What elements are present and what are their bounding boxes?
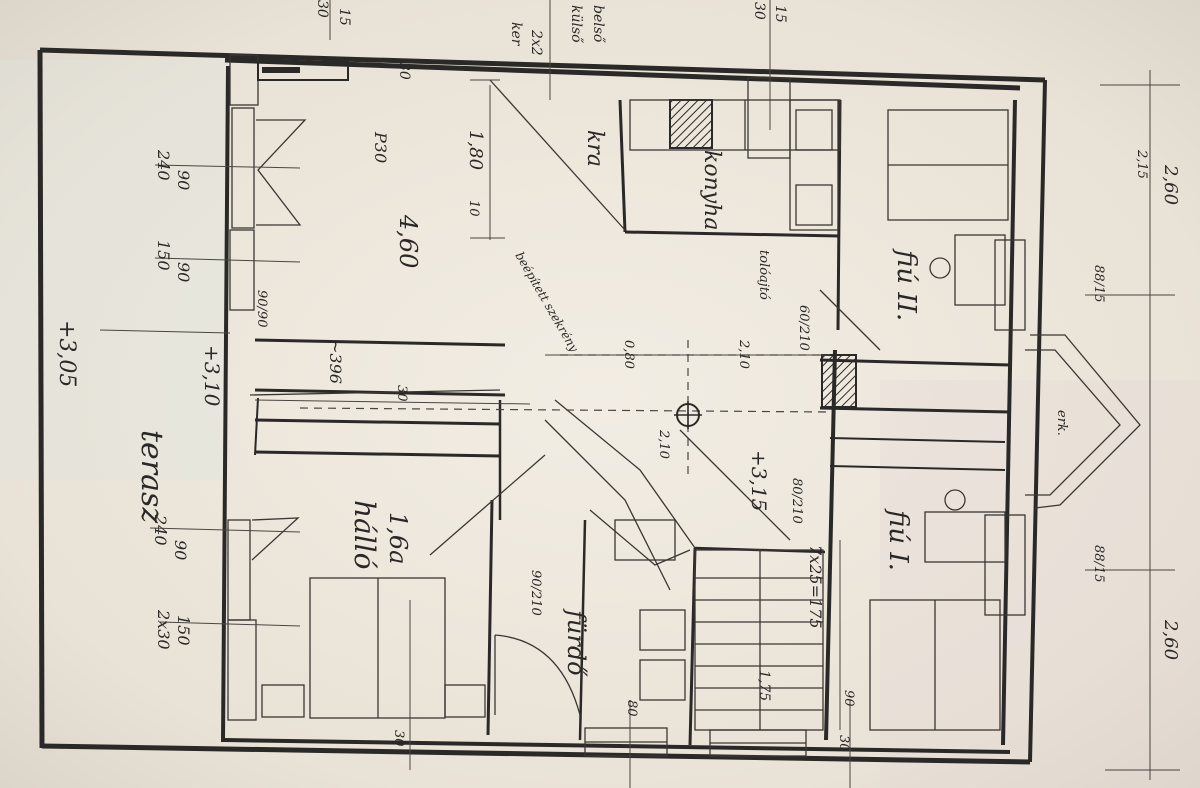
note-kulso: külső [568,5,584,44]
dim-240-top: 240 [154,149,173,181]
room-label-konyha: konyha [699,150,724,230]
dim-88-15b: 88/15 [1091,545,1106,582]
dim-30-mid: 30 [394,385,409,402]
dim-90-b: 90 [174,262,193,282]
dim-460: 4,60 [394,214,422,268]
dim-door-60-210: 60/210 [796,305,811,351]
room-label-furdo: fürdő [562,608,590,677]
halo-beds [261,577,486,719]
note-szel: erk. [1054,410,1069,436]
room-label-fiu2: fiú II. [891,248,921,321]
dim-top-30: 30 [314,0,330,18]
dim-2-60-right: 2,60 [1160,164,1181,205]
dim-150-top: 150 [154,240,173,271]
note-tolo-ajto: tolóajtó [756,250,771,300]
staircase [544,399,824,731]
axis-dashed-horizontal [299,407,831,413]
dim-90-90: 90/90 [254,290,269,327]
dim-door-90-210: 90/210 [528,570,543,616]
dim-90-bottom: 90 [841,690,856,707]
dim-p30: P30 [371,131,390,163]
level-terrace: +3,05 [54,320,79,387]
level-stair: +3,15 [747,450,771,511]
dim-top-right-30: 30 [751,2,767,20]
dim-180: 1,80 [465,130,486,170]
room-label-halo: hálló [348,500,381,570]
dim-396: ~396 [326,340,345,384]
dim-door-80-210: 80/210 [789,478,804,524]
dim-10: 10 [466,200,481,217]
kitchen-counter [629,77,841,231]
dim-2-60-bottom: 2,60 [1160,619,1181,660]
bathroom-fixtures [494,609,686,716]
dim-7x25: 7x25=175 [806,545,825,629]
dim-80-bottom: 80 [624,700,639,717]
dim-2-10: 2,10 [656,429,671,459]
dim-2-10b: 2,10 [736,339,751,369]
paper-tint-right [880,380,1200,788]
dim-175: 1,75 [756,670,772,701]
dim-240-bottom: 240 [151,514,170,546]
chimney-block [821,354,857,408]
dim-150-bottom: 150 [174,615,193,646]
right-bay [1025,334,1141,509]
dim-2x30: 2x30 [154,609,173,650]
dim-2-15: 2,15 [1134,149,1149,179]
dim-30-bottom-right: 30 [836,735,851,752]
fiu2-furniture [887,109,1026,331]
outer-walls [37,47,1047,765]
level-terrace-mid: +3,10 [200,345,224,407]
dimension-lines [99,0,1180,788]
kitchen-stove-block [669,99,713,149]
paper-tint-left [0,60,230,480]
room-label-terasz: terasz [134,430,169,523]
note-ker: ker [508,22,524,47]
bottom-windows [584,727,807,757]
sketch-diagonals [249,79,881,556]
dim-0-80: 0,80 [621,340,636,369]
left-window-frames [227,54,349,721]
room-label-kamra: kra [582,130,607,167]
dim-90-a: 90 [174,170,193,190]
dim-30-bottom-left: 30 [391,730,406,747]
note-2x2: 2x2 [528,29,544,56]
note-belso: belső [590,5,606,44]
fiu1-furniture [869,489,1026,731]
room-area-halo: 1,6a [384,512,412,564]
dim-top-right-15: 15 [772,5,788,23]
room-label-fiu1: fiú I. [883,508,913,571]
dim-30-a: 30 [396,62,412,80]
dim-top-15: 15 [336,8,352,26]
dim-90-c: 90 [171,540,190,560]
dim-88-15: 88/15 [1091,265,1106,302]
